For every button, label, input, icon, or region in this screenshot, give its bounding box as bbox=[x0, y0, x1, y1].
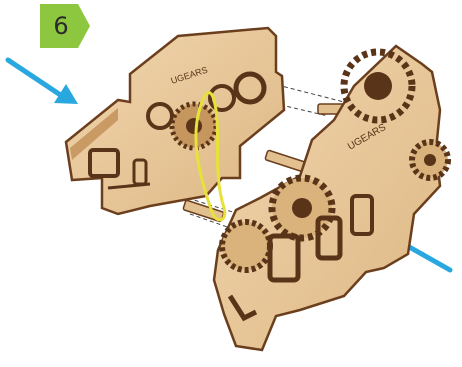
arrow-left-icon bbox=[8, 60, 78, 104]
gear-icon bbox=[172, 104, 216, 148]
